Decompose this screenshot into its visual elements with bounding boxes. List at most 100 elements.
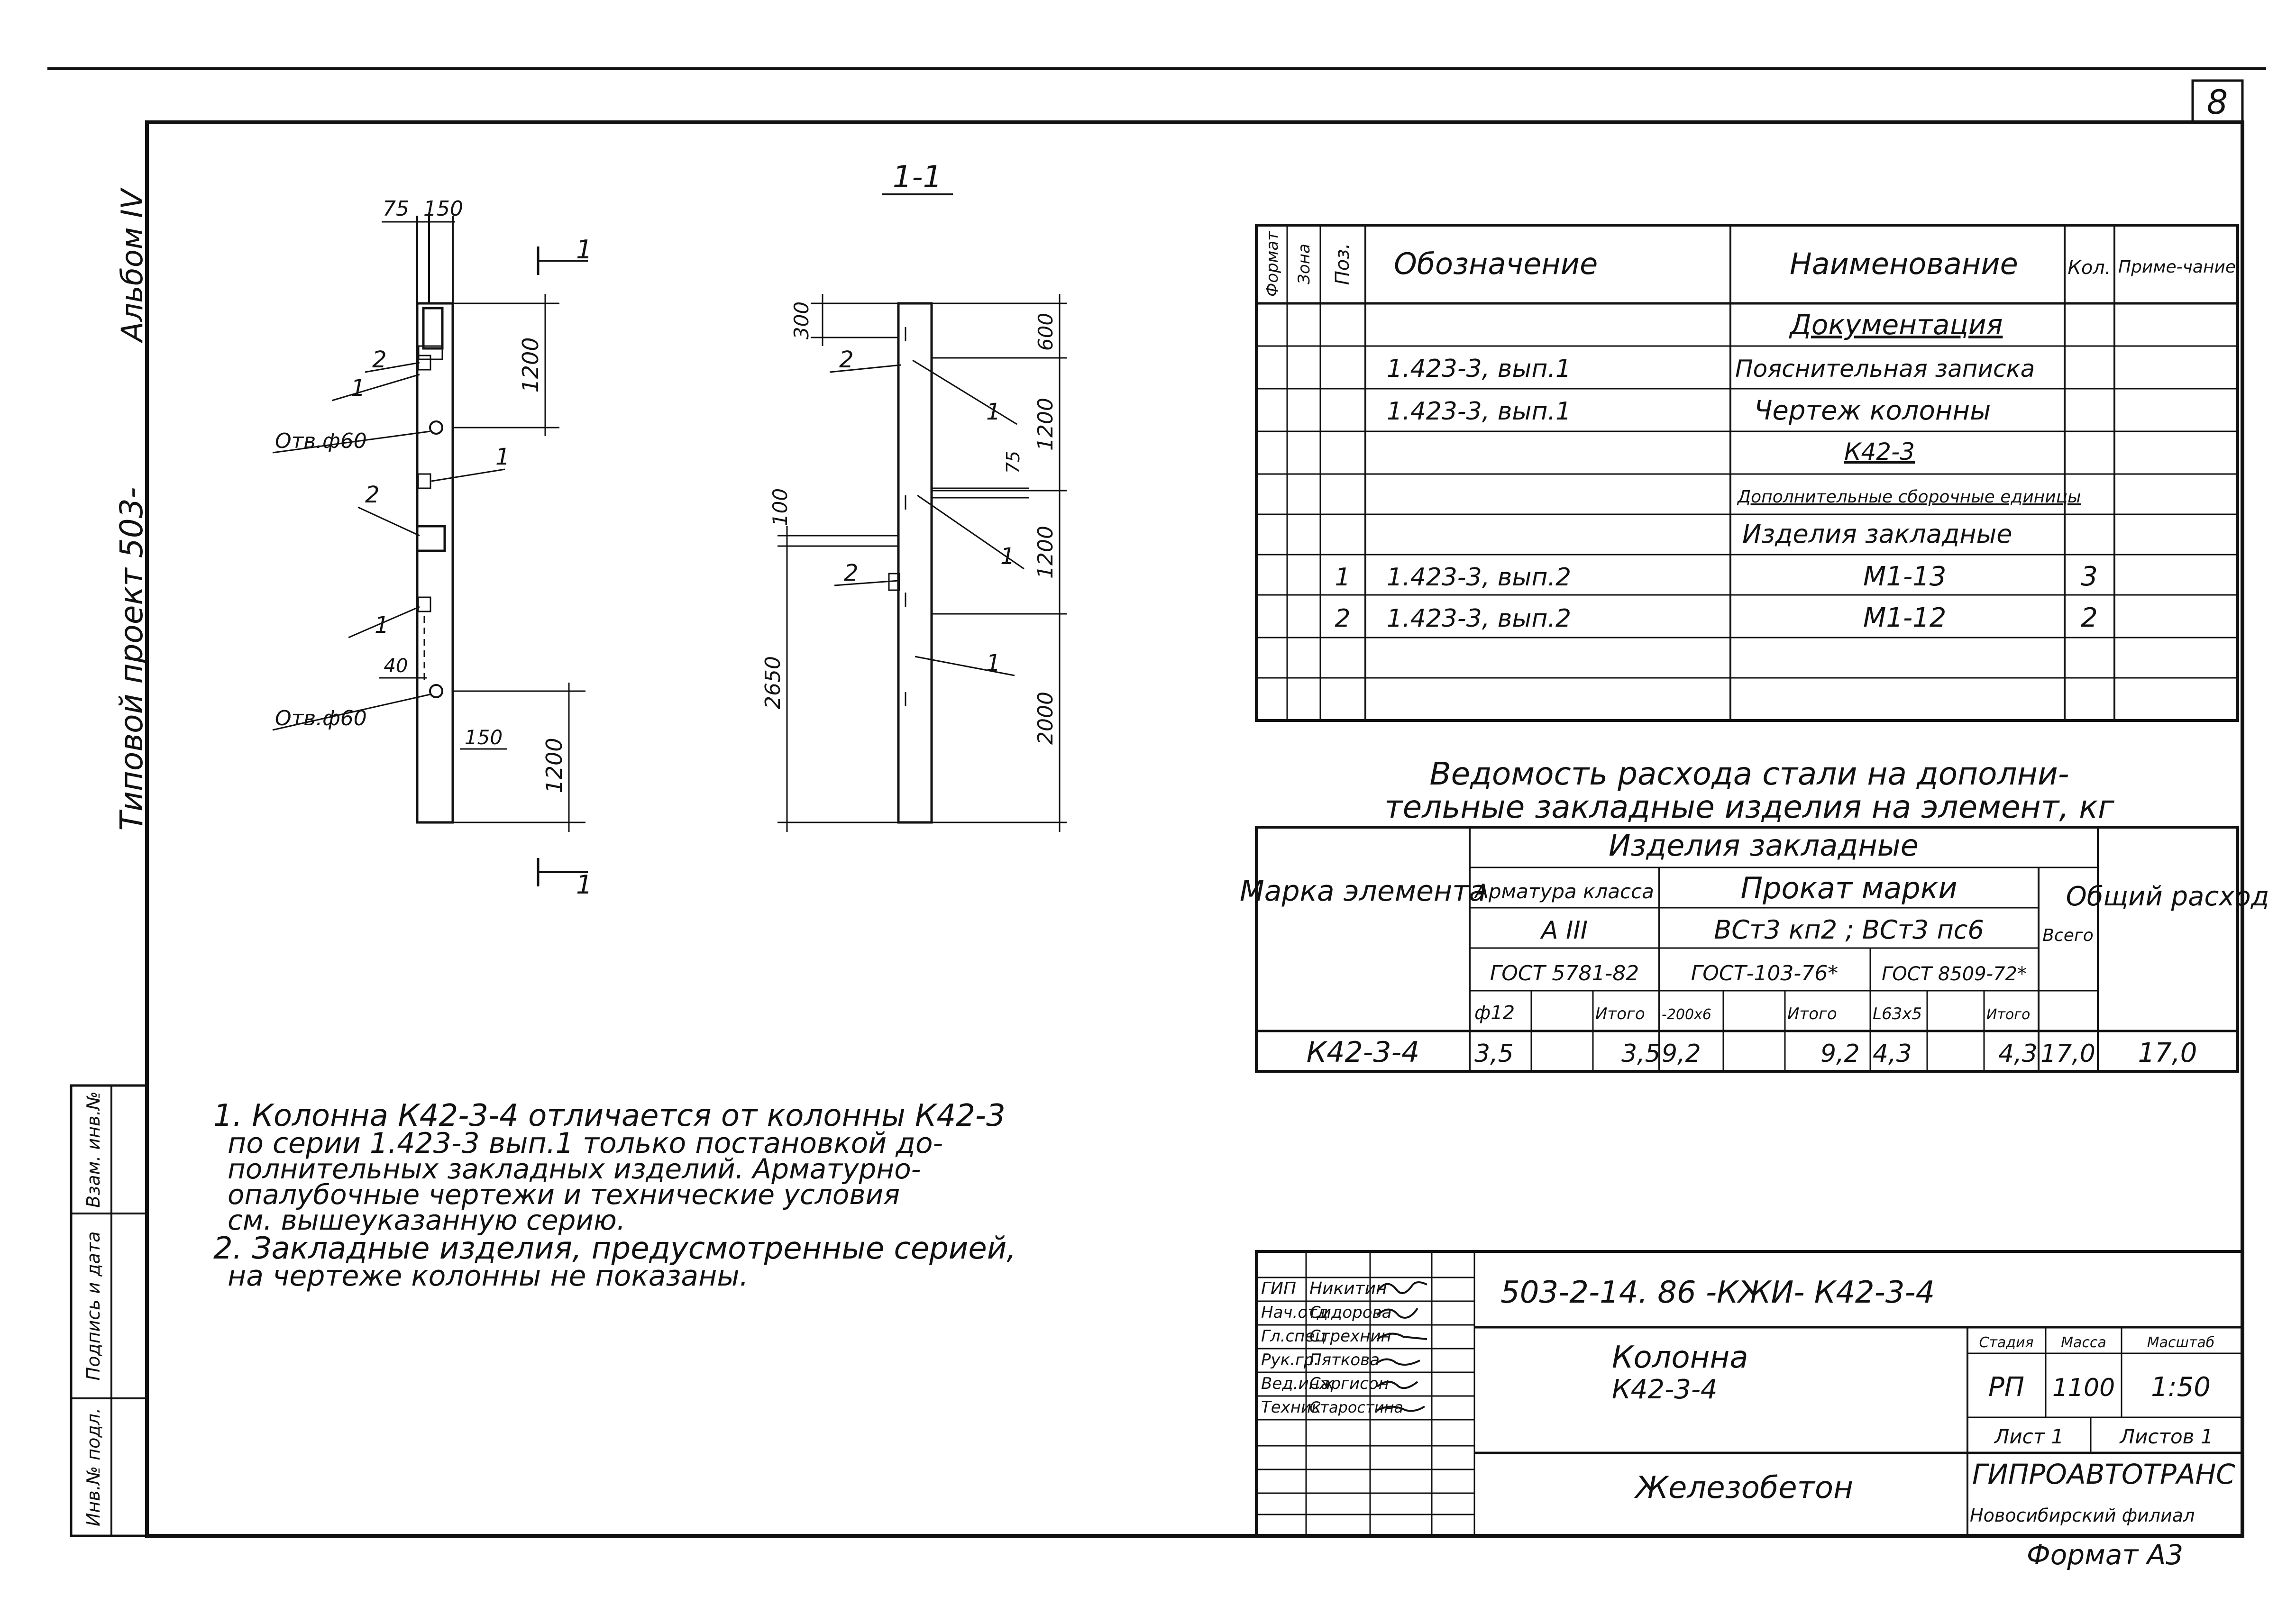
- sheets-label: Листов 1: [2119, 1425, 2214, 1448]
- staff-role: Вед.инж: [1261, 1374, 1334, 1393]
- drawing-title-1: Колонна: [1612, 1340, 1748, 1375]
- general-notes: 1. Колонна К42-3-4 отличается от колонны…: [213, 1098, 1016, 1293]
- front-hole-label-top: Отв.ф60: [275, 429, 367, 453]
- album-label: Альбом IV: [115, 187, 149, 344]
- spec-row-name: М1-13: [1863, 561, 1946, 592]
- column-body-section: [897, 302, 933, 824]
- steel-rolled-header: Прокат марки: [1740, 871, 1957, 905]
- steel-row-cell: 9,2: [1662, 1040, 1701, 1068]
- staff-name: Сидорова: [1309, 1303, 1391, 1322]
- front-dim-1200-top: 1200: [518, 337, 543, 392]
- steel-row-cell: 4,3: [1873, 1040, 1912, 1068]
- front-dim-40: 40: [384, 655, 408, 677]
- note-line: по серии 1.423-3 вып.1 только постановко…: [228, 1127, 943, 1160]
- front-dim-150: 150: [423, 197, 463, 221]
- spec-row-pos: 2: [1335, 604, 1350, 633]
- section-label-2b: 2: [844, 560, 859, 586]
- organization-name: ГИПРОАВТОТРАНС: [1972, 1458, 2235, 1490]
- note-line: опалубочные чертежи и технические услови…: [228, 1178, 900, 1211]
- section-dim-300: 300: [790, 301, 813, 339]
- steel-rebar-gost: ГОСТ 5781-82: [1490, 961, 1639, 985]
- steel-gost-b: ГОСТ 8509-72*: [1882, 963, 2027, 985]
- note-line: см. вышеуказанную серию.: [228, 1204, 625, 1236]
- project-label: Типовой проект 503-: [113, 487, 150, 830]
- spec-header-qty: Кол.: [2067, 257, 2111, 279]
- steel-row-cell: 3,5: [1474, 1040, 1514, 1068]
- spec-row-designation: 1.423-3, вып.2: [1387, 604, 1571, 633]
- steel-row-cell: 9,2: [1820, 1040, 1860, 1068]
- spec-row-qty: 3: [2081, 561, 2098, 592]
- stamp-field-inventory: Инв.№ подл.: [83, 1408, 104, 1526]
- spec-row-designation: 1.423-3, вып.2: [1387, 563, 1571, 592]
- cut-mark-top: 1: [576, 235, 592, 265]
- steel-row-cell: 4,3: [1998, 1040, 2038, 1068]
- note-line: 1. Колонна К42-3-4 отличается от колонны…: [213, 1098, 1006, 1133]
- section-dim-1200-a: 1200: [1034, 398, 1058, 451]
- steel-sub-header: Итого: [1595, 1004, 1645, 1023]
- steel-embedded-header: Изделия закладные: [1609, 828, 1919, 863]
- note-line: 2. Закладные изделия, предусмотренные се…: [213, 1231, 1016, 1266]
- steel-table-title-1: Ведомость расхода стали на дополни-: [1429, 756, 2069, 792]
- section-dim-600: 600: [1034, 313, 1057, 351]
- steel-rolled-grades: ВСт3 кп2 ; ВСт3 пс6: [1714, 915, 1984, 945]
- steel-sub-header: ф12: [1474, 1002, 1515, 1024]
- sheet-label: Лист 1: [1994, 1425, 2064, 1448]
- steel-sub-header: Итого: [1787, 1004, 1837, 1023]
- approval-strip: [70, 1084, 148, 1537]
- section-dim-100: 100: [768, 488, 792, 526]
- spec-row-name: Изделия закладные: [1742, 519, 2012, 549]
- note-line: полнительных закладных изделий. Арматурн…: [228, 1153, 921, 1185]
- steel-table-title-2: тельные закладные изделия на элемент, кг: [1384, 789, 2114, 825]
- spec-row-name: Дополнительные сборочные единицы: [1737, 487, 2081, 507]
- section-dim-2650: 2650: [761, 656, 785, 709]
- steel-row-overall: 17,0: [2138, 1038, 2197, 1068]
- staff-role: Техник: [1261, 1398, 1321, 1417]
- sheet-number-box: [2191, 79, 2244, 124]
- mass-label: Масса: [2061, 1334, 2106, 1351]
- section-label-2a: 2: [839, 347, 854, 373]
- staff-name: Никитин: [1309, 1279, 1387, 1298]
- front-label-1a: 1: [351, 375, 366, 401]
- staff-name: Пяткова: [1309, 1350, 1380, 1369]
- spec-row-designation: 1.423-3, вып.1: [1387, 355, 1571, 383]
- steel-total-header: Всего: [2042, 926, 2094, 945]
- column-section-view: 1-1 300 100 2650 600 1200 1200 2000 75: [761, 160, 1067, 832]
- spec-row-name: Пояснительная записка: [1735, 355, 2035, 383]
- organization-branch: Новосибирский филиал: [1970, 1505, 2195, 1526]
- cut-mark-bottom: 1: [576, 870, 592, 900]
- material-label: Железобетон: [1634, 1470, 1853, 1505]
- signature-marks: [1376, 1281, 1427, 1412]
- steel-rebar-header: Арматура класса: [1473, 880, 1654, 903]
- steel-overall-header: Общий расход: [2066, 881, 2269, 912]
- section-dim-1200-b: 1200: [1034, 526, 1058, 579]
- spec-header-zone: Зона: [1295, 244, 1314, 284]
- spec-table: Формат Зона Поз. Обозначение Наименовани…: [1255, 224, 2239, 722]
- steel-rebar-class: А III: [1540, 916, 1588, 945]
- steel-gost-a: ГОСТ-103-76*: [1691, 961, 1838, 985]
- column-front-view: 75 150 1200 1200 40 150 2 1: [272, 197, 592, 900]
- stamp-field-replace: Взам. инв.№: [83, 1091, 104, 1208]
- front-dim-75: 75: [383, 197, 409, 221]
- section-label-1b: 1: [1000, 543, 1015, 570]
- spec-row-name: К42-3: [1844, 438, 1915, 465]
- section-dim-75: 75: [1003, 451, 1024, 474]
- steel-sub-header: -200х6: [1662, 1006, 1711, 1023]
- front-dim-150-low: 150: [465, 726, 503, 749]
- spec-row-name: Документация: [1789, 309, 2003, 341]
- drawing-title-2: К42-3-4: [1612, 1374, 1718, 1405]
- staff-role: Нач.отд: [1261, 1303, 1328, 1322]
- spec-row-pos: 1: [1335, 563, 1350, 592]
- staff-name: Стрехнин: [1309, 1327, 1391, 1346]
- front-label-2b: 2: [365, 482, 380, 508]
- section-label-1a: 1: [986, 399, 1001, 425]
- spec-header-format: Формат: [1263, 231, 1282, 297]
- staff-role: Гл.спец: [1261, 1327, 1326, 1346]
- spec-row-name: М1-12: [1863, 602, 1946, 633]
- sheet-frame: [145, 120, 2244, 1538]
- staff-role: Рук.гр.: [1261, 1350, 1319, 1369]
- title-block: ГИП Никитин Нач.отд Сидорова Гл.спец Стр…: [1255, 1250, 2244, 1571]
- steel-row-cell: 3,5: [1621, 1040, 1661, 1068]
- paper-format: Формат А3: [2027, 1539, 2183, 1571]
- front-label-1b: 1: [495, 444, 510, 470]
- staff-role: ГИП: [1261, 1279, 1296, 1298]
